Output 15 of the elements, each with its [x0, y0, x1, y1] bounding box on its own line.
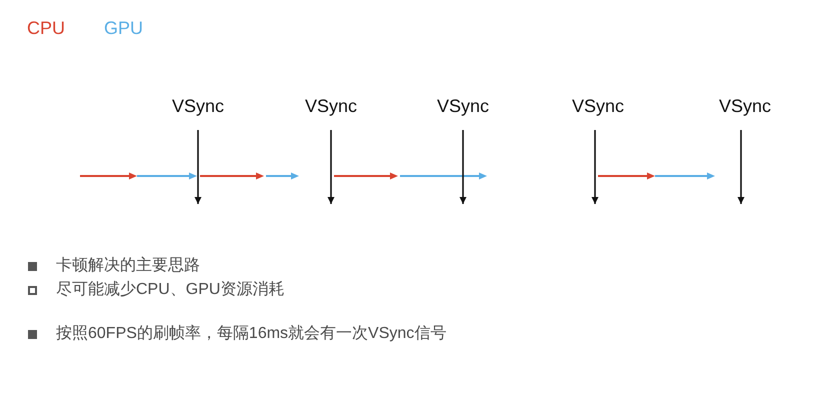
signal-arrow	[327, 130, 335, 204]
signal-label: VSync	[718, 95, 772, 117]
bullet-text: 卡顿解决的主要思路	[56, 256, 200, 276]
bullet-text: 尽可能减少CPU、GPU资源消耗	[56, 280, 284, 300]
signal-arrow	[591, 130, 599, 204]
signal-label: VSync	[436, 95, 490, 117]
signal-arrow	[194, 130, 202, 204]
signal-label: VSync	[172, 95, 224, 117]
legend-label: GPU	[104, 17, 144, 39]
bullet-text: 按照60FPS的刷帧率，每隔16ms就会有一次VSync信号	[56, 324, 446, 344]
legend-label: CPU	[27, 17, 66, 39]
signal-label: VSync	[304, 95, 358, 117]
signal-label: VSync	[572, 95, 624, 117]
signal-arrow	[737, 130, 745, 204]
signal-arrow	[459, 130, 467, 204]
